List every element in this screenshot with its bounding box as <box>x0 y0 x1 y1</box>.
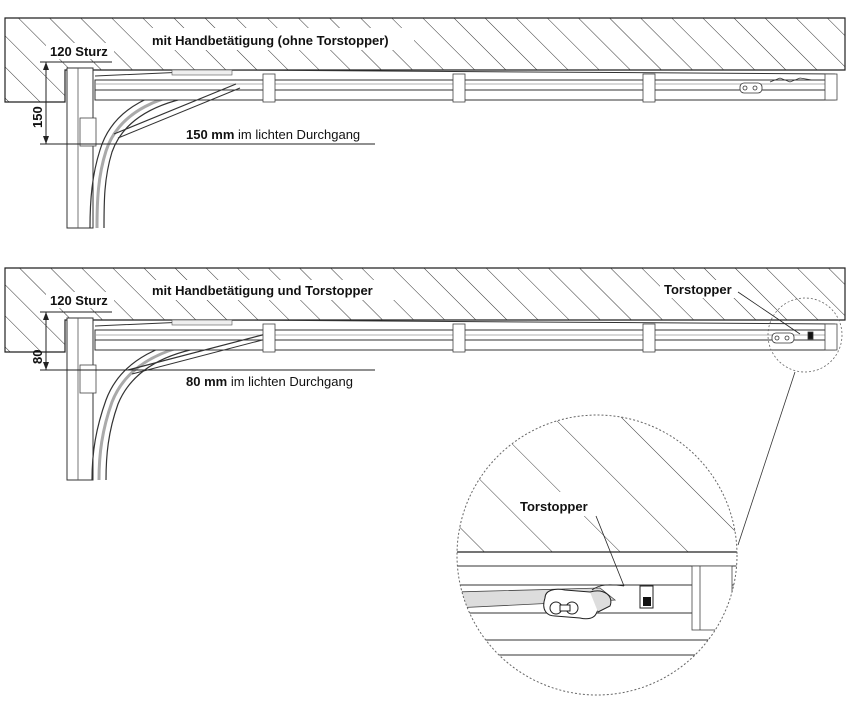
detail-circle <box>456 414 738 696</box>
sturz-label-1: 120 Sturz <box>50 44 108 59</box>
diagram-2: 120 Sturz mit Handbetätigung und Torstop… <box>4 267 846 546</box>
frame-post-1 <box>66 67 94 229</box>
torstopper-small <box>771 331 814 344</box>
dimension-value-2: 80 <box>30 350 45 364</box>
torstopper-label-detail: Torstopper <box>520 499 588 514</box>
dimension-value-1: 150 <box>30 106 45 128</box>
clearance-label-2: 80 mm im lichten Durchgang <box>186 374 353 389</box>
diagram-1: 120 Sturz mit Handbetätigung (ohne Torst… <box>4 17 846 229</box>
detail-view: Torstopper <box>456 414 738 696</box>
torstopper-label-2: Torstopper <box>664 282 732 297</box>
clearance-value-2: 80 mm <box>186 374 227 389</box>
title-2: mit Handbetätigung und Torstopper <box>152 283 373 298</box>
title-1: mit Handbetätigung (ohne Torstopper) <box>152 33 389 48</box>
clearance-text-1: im lichten Durchgang <box>234 127 360 142</box>
detail-marker-circle <box>767 297 843 373</box>
bracket-set-1 <box>262 73 838 103</box>
bracket-set-2 <box>262 323 838 353</box>
trolley-1 <box>739 82 763 94</box>
curved-track-2 <box>91 333 231 481</box>
clearance-label-1: 150 mm im lichten Durchgang <box>186 127 360 142</box>
sturz-label-2: 120 Sturz <box>50 293 108 308</box>
clearance-text-2: im lichten Durchgang <box>227 374 353 389</box>
frame-post-2 <box>66 317 94 481</box>
clearance-value-1: 150 mm <box>186 127 234 142</box>
torstopper-detail <box>543 588 612 620</box>
